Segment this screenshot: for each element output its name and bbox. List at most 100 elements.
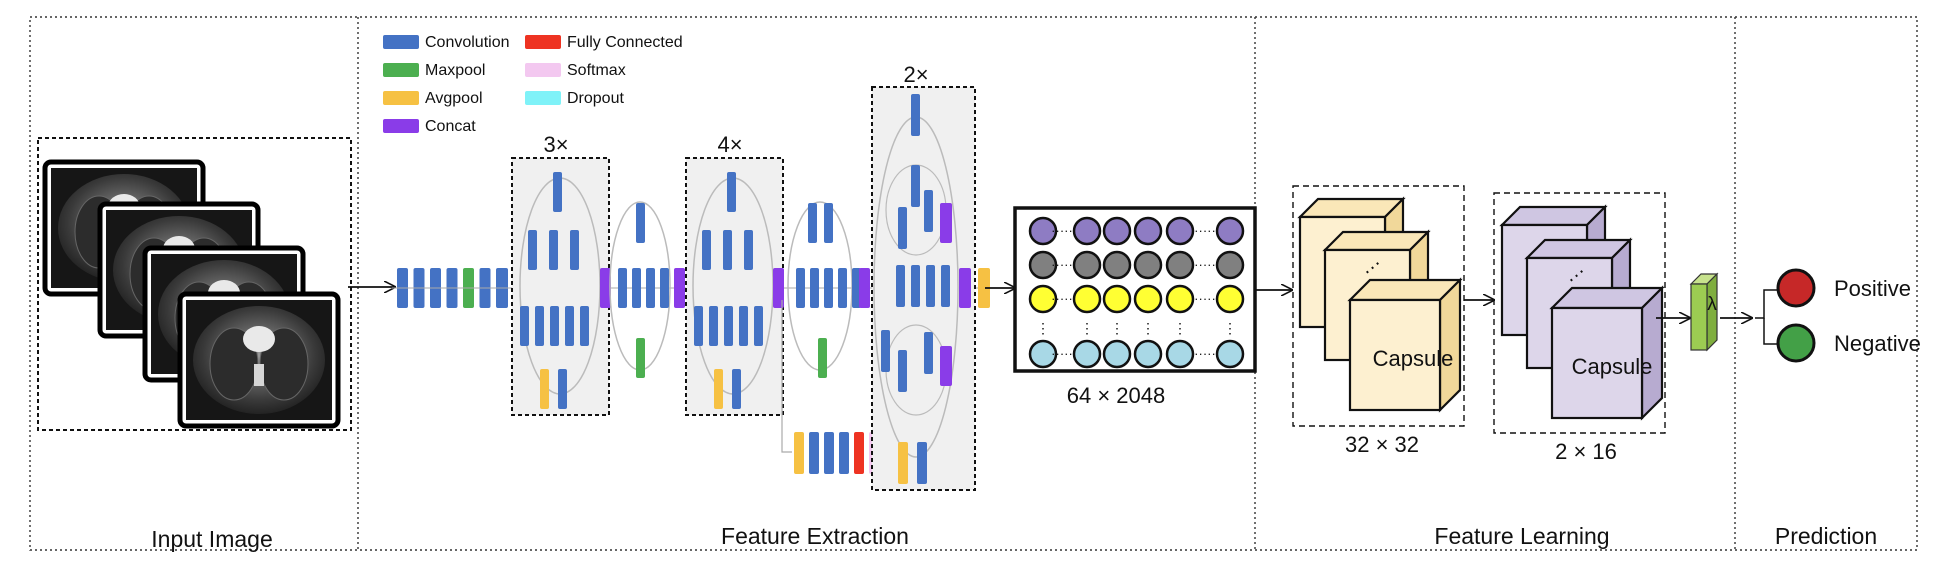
layer-bar	[694, 306, 703, 346]
row-ellipsis: ·····	[1051, 291, 1073, 306]
legend-swatch	[383, 91, 419, 105]
repeat-label-4x: 4×	[717, 132, 742, 157]
row-ellipsis: ·····	[1194, 291, 1216, 306]
layer-bar	[727, 172, 736, 212]
layer-bar	[550, 306, 559, 346]
layer-bar	[558, 369, 567, 409]
legend-swatch	[525, 63, 561, 77]
layer-bar	[839, 432, 849, 474]
layer-bar	[520, 306, 529, 346]
capsule-node	[1215, 339, 1245, 369]
capsule-node	[1133, 339, 1163, 369]
capsule-layer-1-cubes: ···	[1297, 196, 1463, 413]
input-image-stack	[37, 137, 352, 431]
branch-negative	[1763, 318, 1778, 345]
cube-front	[1348, 298, 1442, 412]
capsule-layer-2-cubes: ···	[1499, 204, 1665, 421]
layer-bar	[549, 230, 558, 270]
layer-bar	[959, 268, 971, 308]
layer-bar	[528, 230, 537, 270]
primary-caps-grid: ········································…	[1013, 206, 1257, 373]
capsule-layer-2-box	[1493, 192, 1666, 434]
capsule-layer-1-box	[1292, 185, 1465, 427]
capsule-layer-1-size: 32 × 32	[1345, 432, 1419, 457]
primary-caps-size: 64 × 2048	[1067, 383, 1165, 408]
col-ellipsis: ⋮	[1080, 320, 1094, 336]
row-ellipsis: ·····	[1194, 346, 1216, 361]
input-image-box	[37, 137, 352, 431]
cube-side	[1438, 277, 1462, 413]
row-ellipsis: ·····	[1051, 223, 1073, 238]
layer-bar	[744, 230, 753, 270]
section-label-extraction: Feature Extraction	[721, 523, 909, 549]
row-ellipsis: ·····	[1194, 257, 1216, 272]
legend-swatch	[525, 35, 561, 49]
layer-bar	[824, 203, 833, 243]
legend-swatch	[383, 63, 419, 77]
positive-node	[1776, 268, 1816, 308]
layer-bar	[881, 330, 890, 372]
capsule-node	[1102, 216, 1132, 246]
legend-swatch	[525, 91, 561, 105]
capsule-node	[1102, 250, 1132, 280]
capsule-layer-2: ··· Capsule	[1493, 192, 1666, 434]
capsule-node	[1133, 284, 1163, 314]
layer-bar	[636, 338, 645, 378]
layer-bar	[570, 230, 579, 270]
capsule-node	[1215, 284, 1245, 314]
primary-caps-cells: ········································…	[1028, 216, 1245, 369]
negative-label: Negative	[1834, 331, 1921, 356]
capsule-node	[1028, 216, 1058, 246]
legend-label: Avgpool	[425, 90, 483, 107]
capsule-node	[1165, 339, 1195, 369]
layer-bar	[924, 332, 933, 374]
legend-label: Softmax	[567, 62, 626, 79]
layer-bar	[940, 346, 952, 386]
capsule-node	[1165, 284, 1195, 314]
layer-bar	[773, 268, 784, 308]
layer-bar	[810, 268, 819, 308]
lambda-label: λ	[1707, 294, 1717, 315]
ct-spine	[254, 364, 264, 386]
capsule-node	[1072, 250, 1102, 280]
repeat-label-3x: 3×	[543, 132, 568, 157]
layer-bar	[618, 268, 627, 308]
capsule-layer-1-label: Capsule	[1373, 346, 1454, 371]
section-label-input: Input Image	[151, 526, 272, 552]
layer-bar	[911, 265, 920, 307]
capsule-node	[1215, 250, 1245, 280]
layer-bar	[739, 306, 748, 346]
col-ellipsis: ⋮	[1036, 320, 1050, 336]
aux-branch-line	[781, 300, 792, 453]
layer-bar	[824, 432, 834, 474]
legend-swatch	[383, 35, 419, 49]
layer-bar	[565, 306, 574, 346]
capsule-node	[1165, 250, 1195, 280]
negative-node	[1776, 323, 1816, 363]
capsule-layer-2-size: 2 × 16	[1555, 439, 1617, 464]
layer-bar	[898, 350, 907, 392]
layer-bar	[809, 432, 819, 474]
layer-bar	[852, 268, 861, 308]
capsule-node	[1028, 284, 1058, 314]
layer-bar	[854, 432, 864, 474]
lambda-block: λ	[1689, 272, 1719, 352]
row-ellipsis: ·····	[1051, 257, 1073, 272]
layer-bar	[838, 268, 847, 308]
layer-bar	[600, 268, 611, 308]
legend-label: Maxpool	[425, 62, 485, 79]
capsule-node	[1072, 339, 1102, 369]
legend-swatch	[383, 119, 419, 133]
layer-bar	[723, 230, 732, 270]
ct-scan-stack	[42, 159, 341, 429]
row-ellipsis: ·····	[1051, 346, 1073, 361]
layer-bar	[941, 265, 950, 307]
capsule-node	[1028, 339, 1058, 369]
legend-label: Concat	[425, 118, 476, 135]
capsule-cube	[1549, 285, 1665, 421]
layer-bar	[646, 268, 655, 308]
ct-slice	[177, 291, 341, 429]
ct-heart	[243, 326, 275, 352]
